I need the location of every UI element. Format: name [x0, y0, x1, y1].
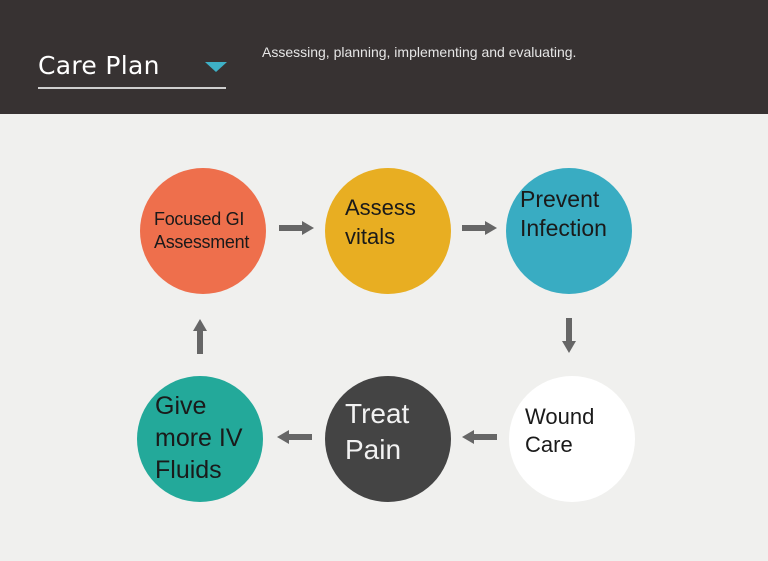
node-prevent-infection: Prevent Infection — [506, 168, 632, 294]
header-bar: Care Plan Assessing, planning, implement… — [0, 0, 768, 114]
node-label: Wound Care — [525, 404, 595, 457]
node-treat-pain: Treat Pain — [325, 376, 451, 502]
node-wound-care: Wound Care — [509, 376, 635, 502]
arrow-right-icon — [279, 221, 314, 235]
arrow-right-icon — [462, 221, 497, 235]
node-label: Focused GI Assessment — [154, 209, 250, 252]
care-plan-dropdown[interactable]: Care Plan — [38, 48, 227, 89]
node-focused-gi-assessment: Focused GI Assessment — [140, 168, 266, 294]
dropdown-label: Care Plan — [38, 51, 160, 80]
node-assess-vitals: Assess vitals — [325, 168, 451, 294]
node-give-more-iv-fluids: Give more IV Fluids — [137, 376, 263, 502]
arrow-down-icon — [562, 318, 576, 353]
arrow-left-icon — [277, 430, 312, 444]
node-label: Treat Pain — [345, 398, 410, 465]
dropdown-underline — [38, 87, 226, 89]
arrow-left-icon — [462, 430, 497, 444]
caret-down-icon[interactable] — [205, 62, 227, 72]
node-label: Assess vitals — [345, 195, 416, 249]
arrow-up-icon — [193, 319, 207, 354]
header-subtitle: Assessing, planning, implementing and ev… — [262, 44, 577, 60]
node-label: Give more IV Fluids — [155, 392, 243, 484]
node-label: Prevent Infection — [520, 186, 607, 241]
